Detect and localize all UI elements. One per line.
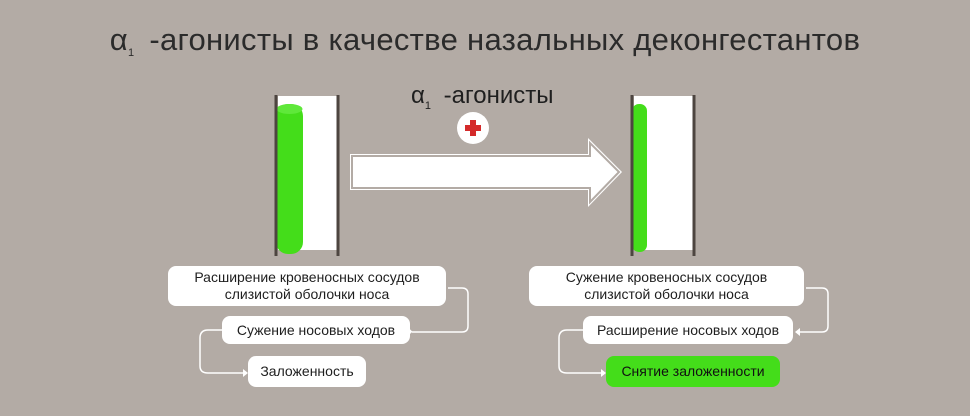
left-vessel-dilated xyxy=(276,104,303,254)
diagram-title: α1 -агонисты в качестве назальных деконг… xyxy=(0,22,970,59)
left-connector-2 xyxy=(199,329,246,374)
left-step-3: Заложенность xyxy=(248,356,366,387)
arrow-label: α1 -агонисты xyxy=(411,82,553,112)
right-step-1: Сужение кровеносных сосудов слизистой об… xyxy=(529,266,804,306)
arrow-label-alpha: α xyxy=(411,82,425,109)
right-connector-2 xyxy=(558,329,604,374)
left-step-1: Расширение кровеносных сосудов слизистой… xyxy=(168,266,446,306)
title-alpha: α xyxy=(109,22,129,57)
right-vessel-constricted xyxy=(632,104,647,252)
right-connector-2-head xyxy=(601,369,606,377)
right-step-2: Расширение носовых ходов xyxy=(583,316,793,344)
left-nasal-passage xyxy=(274,95,340,256)
right-connector-1-head xyxy=(795,328,800,336)
title-text: -агонисты в качестве назальных деконгест… xyxy=(140,22,861,57)
transition-arrow xyxy=(350,138,622,207)
plus-icon xyxy=(457,112,489,144)
arrow-label-text: -агонисты xyxy=(437,82,554,109)
right-nasal-passage xyxy=(630,95,696,256)
title-subscript: 1 xyxy=(128,47,135,59)
arrow-label-subscript: 1 xyxy=(424,100,431,112)
left-connector-2-head xyxy=(243,369,248,377)
right-connector-1 xyxy=(797,287,829,333)
left-step-2: Сужение носовых ходов xyxy=(222,316,410,344)
right-step-3: Снятие заложенности xyxy=(606,356,780,387)
left-connector-1 xyxy=(412,287,469,333)
transition-arrow-inner-line xyxy=(351,140,621,205)
left-vessel-top xyxy=(276,104,303,114)
